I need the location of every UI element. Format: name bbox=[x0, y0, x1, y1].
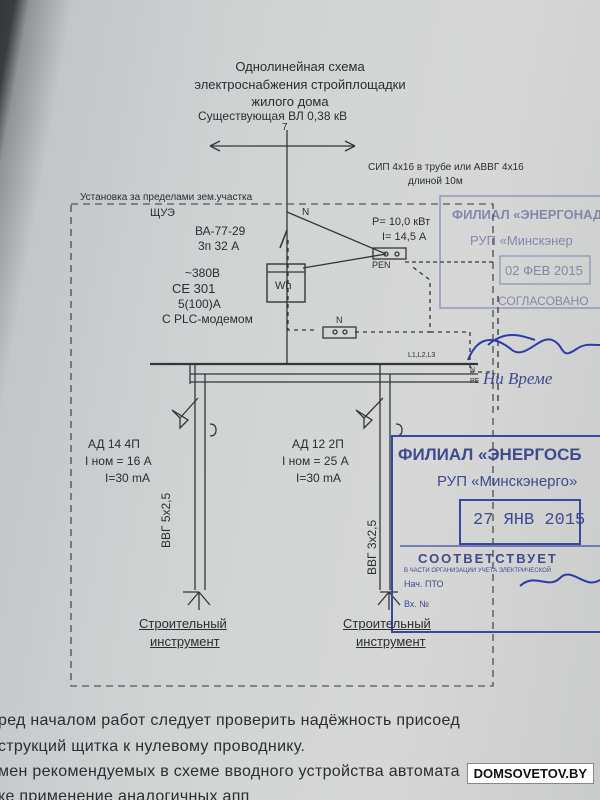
stamp-bottom-line6: Вх. № bbox=[404, 599, 430, 609]
body-text-line3: мен рекомендуемых в схеме вводного устро… bbox=[0, 763, 460, 780]
bus-n-label: N bbox=[470, 367, 476, 374]
n-terminal-dot-2 bbox=[342, 329, 348, 335]
breaker-rating: 3п 32 А bbox=[198, 239, 240, 253]
pen-terminal-dot-2 bbox=[394, 251, 400, 257]
stamp-bottom-line4: В ЧАСТИ ОРГАНИЗАЦИИ УЧЕТА ЭЛЕКТРИЧЕСКОЙ bbox=[404, 568, 552, 574]
rcd2-inom: I ном = 25 А bbox=[282, 454, 349, 468]
overhead-line-label: Существующая ВЛ 0,38 кВ bbox=[198, 109, 348, 123]
meter-box bbox=[266, 263, 306, 303]
pen-terminal-dot-1 bbox=[383, 251, 389, 257]
rcd1-model: АД 14 4П bbox=[88, 437, 140, 451]
rcd2-model: АД 12 2П bbox=[292, 437, 344, 451]
n-wire bbox=[286, 211, 387, 255]
feeder1-cable-label: ВВГ 5х2,5 bbox=[159, 492, 173, 548]
body-text-line1: ред началом работ следует проверить надё… bbox=[0, 712, 460, 729]
pole-mark: 7 bbox=[282, 122, 288, 133]
rcd1-ring bbox=[209, 423, 217, 437]
meter-symbol: Wh bbox=[275, 280, 292, 292]
pe-dashed-link bbox=[287, 240, 318, 331]
meter-current: 5(100)А bbox=[178, 297, 221, 311]
diagram-title-line2: электроснабжения стройплощадки bbox=[194, 77, 406, 92]
load1-label-line1: Строительный bbox=[139, 616, 227, 631]
signature-scribble bbox=[467, 334, 600, 587]
rcd1-idelta: I=30 mA bbox=[105, 471, 151, 485]
cable-note-line1: СИП 4х16 в трубе или АВВГ 4х16 bbox=[368, 162, 524, 173]
load2-label-line1: Строительный bbox=[343, 616, 431, 631]
cable-note-line2: длиной 10м bbox=[408, 176, 463, 187]
pen-terminal-box bbox=[372, 247, 407, 260]
pen-dashed-path bbox=[355, 264, 493, 373]
meter-model: СЕ 301 bbox=[172, 281, 216, 296]
body-text-line2: струкций щитка к нулевому проводнику. bbox=[0, 738, 306, 755]
load2-label-line2: инструмент bbox=[356, 634, 426, 649]
n-bus-terminal-label: N bbox=[336, 315, 343, 325]
bus-phases-label: L1,L2,L3 bbox=[408, 352, 436, 359]
load1-plug-symbol bbox=[183, 591, 211, 610]
stamp-bottom-line3: СООТВЕТСТВУЕТ bbox=[418, 551, 558, 566]
stamp-top-line1: ФИЛИАЛ «ЭНЕРГОНАДЗОР bbox=[452, 207, 600, 222]
stamp-bottom-line5: Нач. ПТО bbox=[404, 579, 444, 589]
meter-to-pen-wire bbox=[302, 253, 387, 269]
rcd1-inom: I ном = 16 А bbox=[85, 454, 152, 468]
site-boundary-dashed bbox=[70, 203, 494, 687]
breaker-model: ВА-77-29 bbox=[195, 224, 246, 238]
load2-plug-symbol bbox=[377, 591, 401, 610]
overhead-line-arrows bbox=[209, 140, 356, 152]
rcd1-symbol bbox=[171, 397, 199, 430]
feeder2-cable-label: ВВГ 3х2,5 bbox=[365, 519, 379, 575]
rcd2-symbol bbox=[355, 397, 384, 430]
load1-label-line2: инструмент bbox=[150, 634, 220, 649]
breaker-contact bbox=[279, 229, 288, 249]
body-text-line4: ке применение аналогичных апп bbox=[0, 788, 250, 800]
n-label: N bbox=[302, 207, 310, 218]
rcd2-ring bbox=[395, 423, 403, 437]
signature-text: Ни Време bbox=[483, 369, 553, 388]
meter-voltage: ~380В bbox=[185, 266, 221, 280]
power-p: Р= 10,0 кВт bbox=[372, 216, 431, 228]
stamp-energosbyt bbox=[391, 435, 600, 633]
stamp-bottom-line1: ФИЛИАЛ «ЭНЕРГОСБ bbox=[398, 445, 582, 464]
stamp-bottom-date: 27 ЯНВ 2015 bbox=[473, 511, 586, 530]
boundary-note: Установка за пределами зем.участка bbox=[80, 192, 253, 203]
n-terminal-dot-1 bbox=[332, 329, 338, 335]
diagram-title-line1: Однолинейная схема bbox=[235, 59, 365, 74]
stamp-bottom-line2: РУП «Минскэнерго» bbox=[437, 473, 578, 490]
meter-modem: С PLC-модемом bbox=[162, 312, 253, 326]
rcd2-idelta: I=30 mA bbox=[296, 471, 342, 485]
bus-pe-label: PE bbox=[470, 378, 480, 385]
stamp-energonadzor bbox=[439, 195, 600, 309]
panel-label: ЩУЭ bbox=[150, 207, 175, 219]
n-terminal-box bbox=[322, 326, 357, 339]
stamp-top-date: 02 ФЕВ 2015 bbox=[505, 263, 583, 278]
pen-label: PEN bbox=[372, 260, 391, 270]
stamp-top-line3: СОГЛАСОВАНО bbox=[498, 294, 589, 308]
power-i: I= 14,5 А bbox=[382, 231, 427, 243]
site-watermark: DOMSOVETOV.BY bbox=[466, 763, 594, 784]
diagram-title-line3: жилого дома bbox=[251, 94, 329, 109]
stamp-top-line2: РУП «Минскэнер bbox=[470, 233, 573, 248]
